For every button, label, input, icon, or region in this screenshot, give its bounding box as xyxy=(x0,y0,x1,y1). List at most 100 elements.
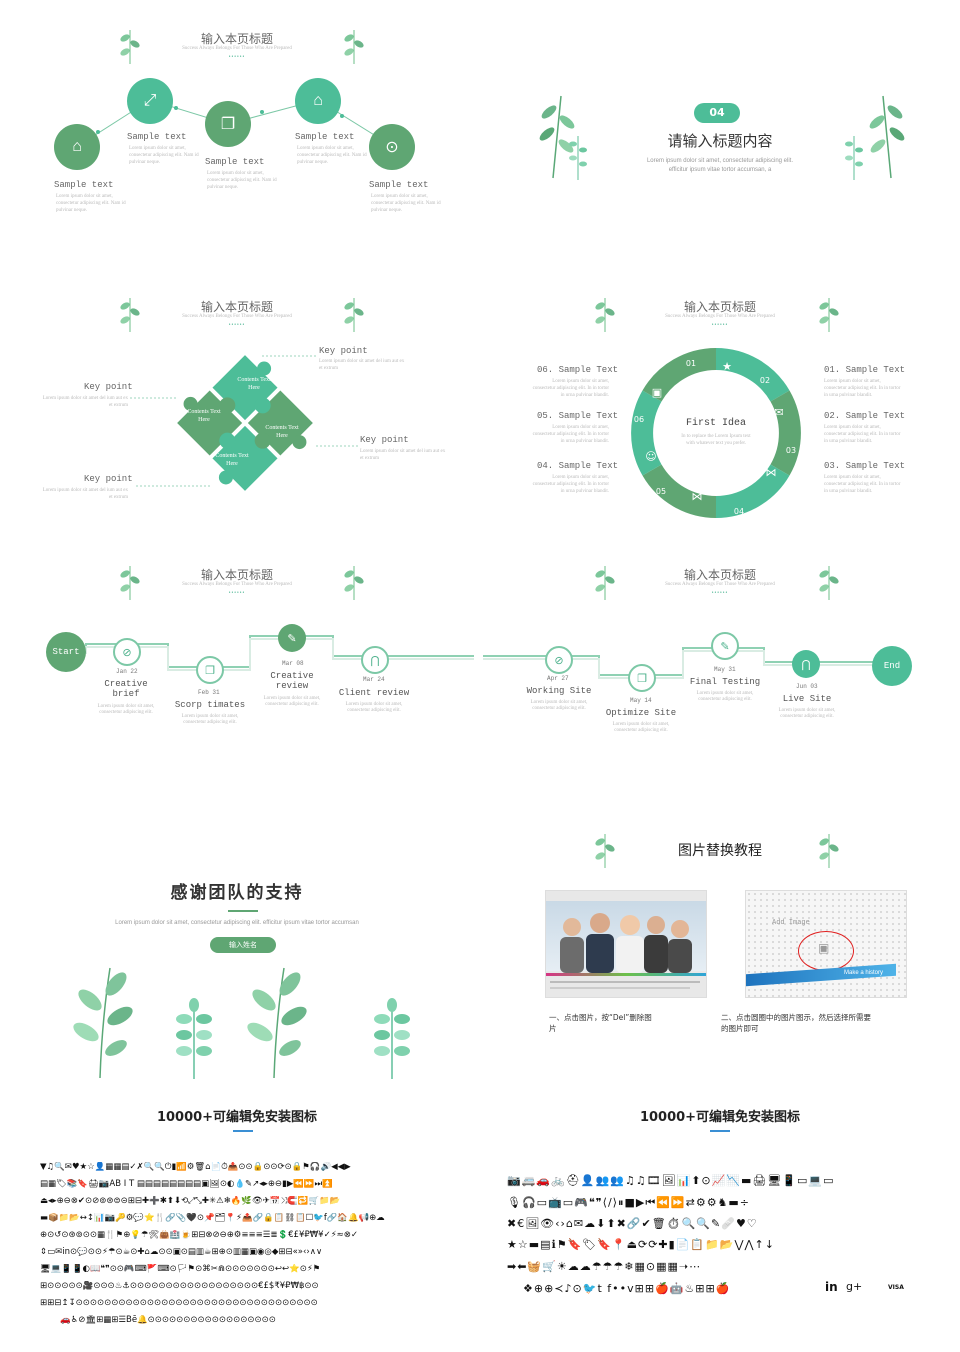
svg-text:⋈: ⋈ xyxy=(766,466,777,479)
cycle-left-lorem-2: Lorem ipsum dolor sit amet, consectetur … xyxy=(532,425,609,444)
timeline-node-6: ❐ xyxy=(628,664,656,692)
google-plus-label: g+ xyxy=(846,1280,863,1293)
copy-icon: ❐ xyxy=(637,672,647,685)
tutorial-caption-1: 一、点击图片，按“Del”删除图片 xyxy=(549,1013,652,1033)
leaf-decoration-right xyxy=(344,298,364,332)
callout-lines xyxy=(130,355,358,487)
puzzle-piece-text-left: Contents Text Here xyxy=(187,409,221,423)
cycle-center-title: First Idea xyxy=(685,418,746,429)
timeline-name-2: Scorp timates xyxy=(174,700,246,710)
slide-subtitle: Success Always Belongs For Those Who Are… xyxy=(182,46,292,51)
tutorial-caption-2: 二、点击圆圈中的图片图示，然后选择所需要的图片即可 xyxy=(721,1013,871,1033)
timeline-date-2: Feb 31 xyxy=(198,689,220,696)
lock-icon: ⊙ xyxy=(385,139,399,156)
icon-row-7: 🖥💻📱📱◐📖❝❞⊙⊙🎮⌨🚩⌨⊙🏳⚑⊙⌘✂⋒⊙⊙⊙⊙⊙⊙⊙↩↩⭐⊙⚡⚑ xyxy=(40,1264,321,1274)
timeline-name-7: Final Testing xyxy=(689,677,761,687)
slide-timeline-end: 输入本页标题 Success Always Belongs For Those … xyxy=(483,536,957,796)
slide-title: 输入本页标题 xyxy=(683,300,756,314)
title-dots: •••••• xyxy=(228,55,246,60)
icon-row-4: ★☆▬▤ℹ⚑🔖🏷🔖📍⏏⟳⟳✚▮📄📋📁📂⋁⋀↑↓ xyxy=(507,1238,775,1251)
timeline-date-8: Jun 03 xyxy=(796,683,818,690)
key-point-right-lower: Key point xyxy=(360,435,409,445)
slide-circular-cycle: 输入本页标题 Success Always Belongs For Those … xyxy=(483,268,957,528)
name-input-button[interactable]: 输入姓名 xyxy=(210,937,276,953)
tutorial-image-2[interactable]: Add Image ▣ Make a history xyxy=(745,890,907,998)
link-icon: ⊘ xyxy=(554,654,564,667)
timeline-desc-7: Lorem ipsum dolor sit amet, consectetur … xyxy=(696,691,754,702)
puzzle-piece-text-bottom: Contents Text Here xyxy=(215,453,249,467)
svg-text:✉: ✉ xyxy=(774,406,783,419)
home-icon: ⌂ xyxy=(313,92,323,109)
svg-text:01: 01 xyxy=(686,359,696,368)
leaf-illustration-1 xyxy=(73,967,133,1079)
timeline-end-circle: End xyxy=(872,646,912,686)
slide-title: 输入本页标题 xyxy=(200,300,273,314)
leaf-illustration-3 xyxy=(247,967,307,1079)
leaf-illustration-4 xyxy=(374,998,410,1079)
thanks-lorem: Lorem ipsum dolor sit amet, consectetur … xyxy=(115,920,359,926)
timeline-desc-2: Lorem ipsum dolor sit amet, consectetur … xyxy=(181,714,239,725)
timeline-name-1: Creative brief xyxy=(104,679,148,699)
leaf-decoration-right xyxy=(819,834,839,868)
timeline-node-4: ⋂ xyxy=(361,646,389,674)
expand-icon: ⤢ xyxy=(143,92,157,109)
icon-row-8: ⊞⊙⊙⊙⊙⊙🎥⊙⊙⊙♨⚓⊙⊙⊙⊙⊙⊙⊙⊙⊙⊙⊙⊙⊙⊙⊙⊙⊙⊙€£$₹¥₽₩฿⊙⊙ xyxy=(40,1281,319,1291)
svg-text:05: 05 xyxy=(656,487,666,496)
icon-row-4: ▬📦📁📂↔↕📊📷🔑⚙💬⭐🍴🔗📎🖤⊙📌🗂📍⚡📤🔗🔒📋⛓📋☐🐦f🔗🏠🔔📢⊕☁ xyxy=(40,1213,385,1223)
make-history-label: Make a history xyxy=(844,970,884,976)
icon-row-1: 📷🚐🚗🚲⛑👤👥👥♫♫🎞🖼📊⬆⊙📈📉▬🖨🖥📱▭💻▭ xyxy=(507,1174,835,1187)
timeline-desc-4: Lorem ipsum dolor sit amet, consectetur … xyxy=(345,702,403,713)
key-point-lorem-left-lower: Lorem ipsum dolor sit amet del ium aut e… xyxy=(42,488,128,500)
icon-row-1: ▼♫🔍✉♥★☆👤▦▦▤✓✗🔍🔍⏻▮📶⚙🗑⌂📄⏱📥⊙⊙🔒⊙⊙⟳⊙🔒⚑🎧🔊◀◀▶ xyxy=(40,1162,351,1172)
process-circle-1: ⌂ xyxy=(54,124,100,170)
timeline-date-4: Mar 24 xyxy=(363,676,385,683)
svg-text:☺: ☺ xyxy=(645,450,656,463)
leaf-decoration-left xyxy=(120,298,140,332)
svg-text:04: 04 xyxy=(734,507,744,516)
tutorial-title: 图片替换教程 xyxy=(678,843,762,859)
process-lorem-1: Lorem ipsum dolor sit amet, consectetur … xyxy=(56,194,126,213)
svg-text:03: 03 xyxy=(786,446,796,455)
svg-text:⋈: ⋈ xyxy=(692,490,703,503)
process-circle-2: ⤢ xyxy=(127,78,173,124)
slide-process-wave: 输入本页标题 Success Always Belongs For Those … xyxy=(0,0,474,260)
section-title: 请输入标题内容 xyxy=(667,132,773,150)
key-point-top-right: Key point xyxy=(319,346,368,356)
cycle-right-label-1: 01. Sample Text xyxy=(824,365,906,375)
icon-row-2: ▤▦🏷📚🔖🖨📷AB I T ▤▤▤▤▤▤▤▤▣🖼⊙◐💧✎↗◂▸⊕⊖▮▶⏪⏩⏭⏫ xyxy=(40,1179,333,1189)
svg-text:▣: ▣ xyxy=(652,386,662,399)
cycle-left-label-3: 04. Sample Text xyxy=(537,461,619,471)
filter-icon: ⋂ xyxy=(370,654,380,667)
icons-title-underline xyxy=(710,1130,730,1132)
icon-row-6: ❖⊕⊕≺♪⊙🐦t f••v⊞⊞🍎🤖♨⊞⊞🍎 xyxy=(523,1282,731,1295)
timeline-date-7: May 31 xyxy=(714,666,736,673)
pen-icon: ✎ xyxy=(720,640,730,653)
tutorial-image-1[interactable] xyxy=(545,890,707,998)
process-circle-5: ⊙ xyxy=(369,124,415,170)
icons-title-underline xyxy=(233,1130,253,1132)
slide-title: 输入本页标题 xyxy=(200,568,273,582)
puzzle-graphic xyxy=(177,355,313,491)
icon-row-3: ✖€🖼👁‹›⌂✉☁⬇⬆✖🔗✔🗑⏱🔍🔍✎🩹♥♡ xyxy=(507,1217,758,1230)
process-lorem-3: Lorem ipsum dolor sit amet, consectetur … xyxy=(207,171,277,190)
slide-section-04: 04 请输入标题内容 Lorem ipsum dolor sit amet, c… xyxy=(483,0,957,260)
leaf-illustration-2 xyxy=(176,998,212,1079)
timeline-name-5: Working Site xyxy=(526,686,592,696)
add-image-label: Add Image xyxy=(772,919,810,927)
tag-icon: ⌂ xyxy=(72,138,82,155)
timeline-name-6: Optimize Site xyxy=(605,708,677,718)
filter-icon: ⋂ xyxy=(801,658,811,671)
leaf-decoration-left xyxy=(595,566,615,600)
process-label-1: Sample text xyxy=(54,180,114,190)
slide-timeline-start: 输入本页标题 Success Always Belongs For Those … xyxy=(0,536,474,796)
slide-image-tutorial: 图片替换教程 Add Image ▣ Make a history 一、点击图片… xyxy=(483,820,957,1080)
slide-subtitle: Success Always Belongs For Those Who Are… xyxy=(665,314,775,319)
process-label-2: Sample text xyxy=(127,132,187,142)
section-lorem-1: Lorem ipsum dolor sit amet, consectetur … xyxy=(646,158,794,164)
timeline-name-3: Creative review xyxy=(270,671,314,691)
timeline-date-5: Apr 27 xyxy=(547,675,569,682)
timeline-name-8: Live Site xyxy=(782,694,832,704)
slide-icon-sheet-left: 10000+可编辑免安装图标 ▼♫🔍✉♥★☆👤▦▦▤✓✗🔍🔍⏻▮📶⚙🗑⌂📄⏱📥⊙… xyxy=(0,1090,474,1352)
image-placeholder-icon[interactable]: ▣ xyxy=(818,941,830,955)
